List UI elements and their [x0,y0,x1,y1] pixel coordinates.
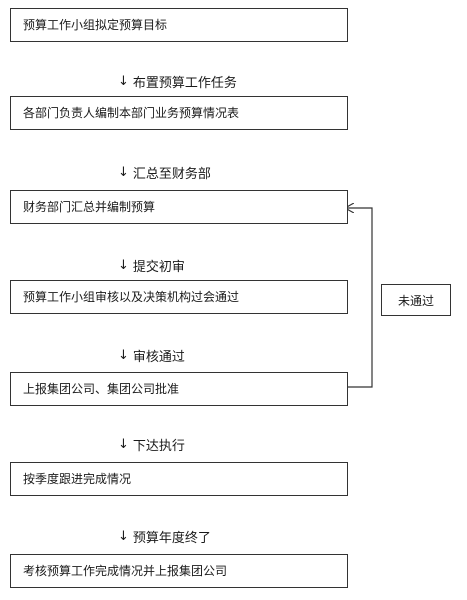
flow-box-5-text: 上报集团公司、集团公司批准 [23,382,180,396]
feedback-loop-line [345,208,373,388]
flow-box-5: 上报集团公司、集团公司批准 [10,372,348,406]
rejected-label-box: 未通过 [381,284,451,316]
rejected-label: 未通过 [397,293,434,308]
down-arrow-icon: ↓ [118,348,129,363]
flow-box-4: 预算工作小组审核以及决策机构过会通过 [10,280,348,314]
flow-box-1-text: 预算工作小组拟定预算目标 [23,18,168,32]
flow-box-3-text: 财务部门汇总并编制预算 [23,200,156,214]
flow-step-6-label: 预算年度终了 [132,531,211,546]
flow-box-2-text: 各部门负责人编制本部门业务预算情况表 [23,106,240,120]
down-arrow-icon: ↓ [118,165,129,180]
flow-step-3-label: 提交初审 [132,260,185,275]
down-arrow-icon: ↓ [118,437,129,452]
flow-box-2: 各部门负责人编制本部门业务预算情况表 [10,96,348,130]
flow-box-1: 预算工作小组拟定预算目标 [10,8,348,42]
down-arrow-icon: ↓ [118,258,129,273]
flow-step-5: ↓ 下达执行 [118,435,185,454]
flow-step-4: ↓ 审核通过 [118,346,185,365]
flow-step-1: ↓ 布置预算工作任务 [118,72,237,91]
flow-box-6-text: 按季度跟进完成情况 [23,472,132,486]
flow-step-2-label: 汇总至财务部 [132,167,211,182]
flow-box-7-text: 考核预算工作完成情况并上报集团公司 [23,564,228,578]
down-arrow-icon: ↓ [118,529,129,544]
flow-step-1-label: 布置预算工作任务 [132,76,237,91]
flow-step-6: ↓ 预算年度终了 [118,527,211,546]
flow-box-4-text: 预算工作小组审核以及决策机构过会通过 [23,290,240,304]
flow-box-6: 按季度跟进完成情况 [10,462,348,496]
flow-box-7: 考核预算工作完成情况并上报集团公司 [10,554,348,588]
down-arrow-icon: ↓ [118,74,129,89]
flow-step-4-label: 审核通过 [132,350,185,365]
flow-step-3: ↓ 提交初审 [118,256,185,275]
flow-step-5-label: 下达执行 [132,439,185,454]
flow-step-2: ↓ 汇总至财务部 [118,163,211,182]
flow-box-3: 财务部门汇总并编制预算 [10,190,348,224]
